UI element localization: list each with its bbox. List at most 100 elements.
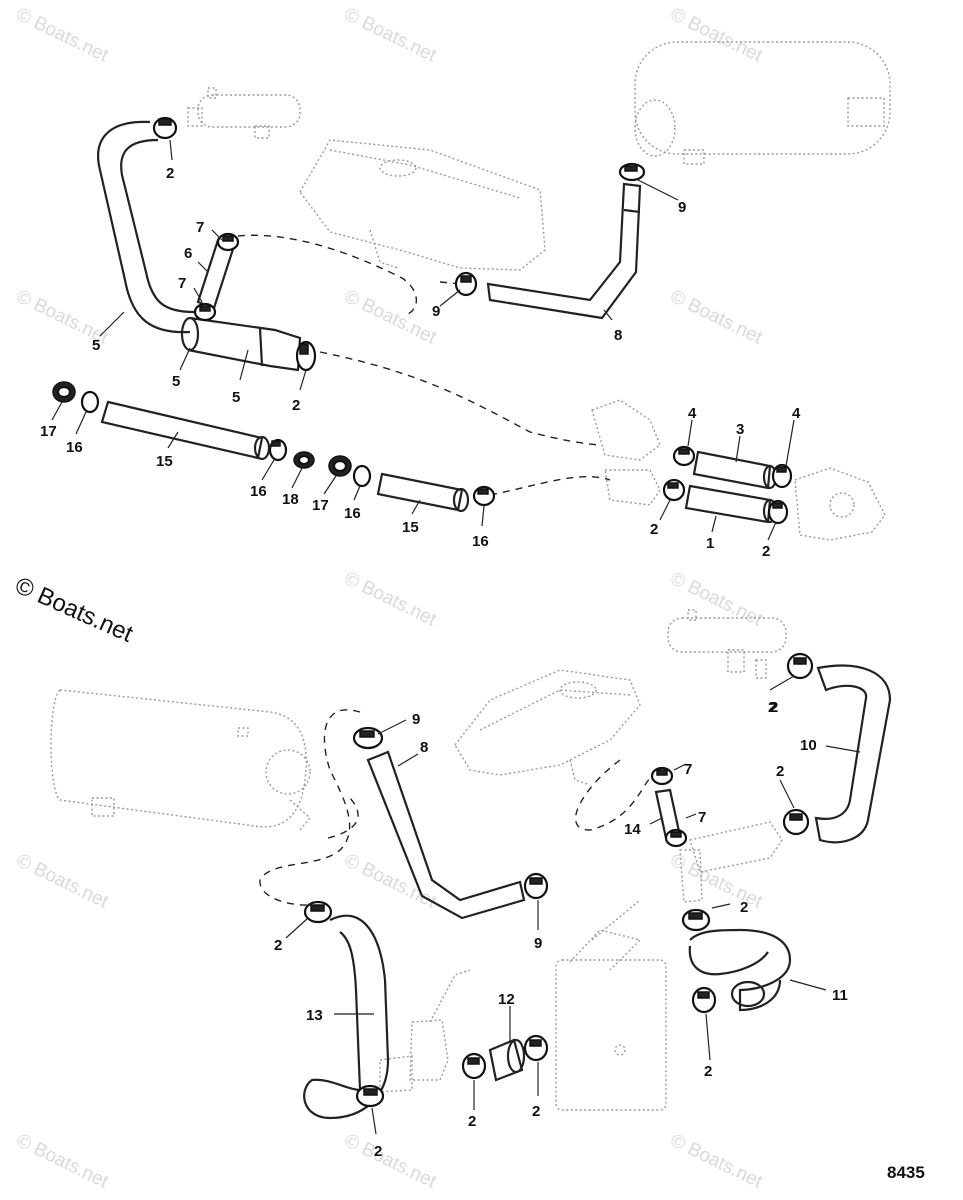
lower-assembly: 9 8 2 9 2 13 12 2 2 2 2 10 2 7 14 7 2 11… — [50, 609, 892, 1160]
hose-5-bend — [97, 120, 195, 334]
callout-label: 7 — [684, 761, 692, 778]
clamp — [303, 900, 333, 924]
hose-1 — [684, 484, 778, 524]
callout-label: 2 — [776, 763, 784, 780]
figure-number: 8435 — [887, 1163, 925, 1182]
callout-label: 2 — [274, 937, 282, 954]
callout-label: 17 — [312, 497, 329, 514]
callout-label: 5 — [232, 389, 240, 406]
upper-heat-exchanger-small — [187, 87, 301, 139]
callout-label: 11 — [832, 987, 848, 1004]
callout-label: 4 — [688, 405, 697, 422]
callout-label: 2 — [740, 899, 748, 916]
fitting-17 — [328, 455, 352, 477]
callout-label: 9 — [412, 711, 420, 728]
clamp — [786, 652, 814, 680]
clamp — [523, 1034, 549, 1062]
callout-label: 7 — [178, 275, 186, 292]
clamp — [454, 271, 478, 297]
lower-dashed-route-b — [327, 797, 359, 839]
hose-15-short — [376, 472, 470, 513]
upper-dashed-route-b — [319, 351, 601, 446]
callout-label: 13 — [306, 1007, 323, 1024]
lower-sea-pump — [379, 969, 471, 1093]
clamp — [523, 872, 549, 900]
clamp — [152, 116, 178, 140]
callout-label: 2 — [650, 521, 658, 538]
lower-heat-exchanger-large — [50, 689, 311, 831]
clamp — [618, 162, 646, 182]
lower-dashed-route-c — [574, 759, 651, 831]
hose-8 — [486, 182, 642, 320]
clamp — [691, 986, 717, 1014]
callout-label: 18 — [282, 491, 299, 508]
clamp — [672, 445, 696, 467]
lower-fuel-cooler — [555, 899, 667, 1111]
hose-3 — [692, 450, 778, 490]
callout-label: 16 — [250, 483, 267, 500]
callout-label: 2 — [374, 1143, 382, 1160]
callout-label: 7 — [196, 219, 204, 236]
clamp — [268, 438, 288, 462]
callout-label: 15 — [402, 519, 419, 536]
callout-label: 14 — [624, 821, 641, 838]
lower-exhaust-manifold — [454, 669, 641, 786]
lower-thermostat-housing — [679, 821, 783, 903]
callout-label: 2 — [704, 1063, 712, 1080]
callout-label: 8 — [614, 327, 622, 344]
upper-dashed-route-c — [489, 476, 611, 496]
callout-label: 10 — [800, 737, 817, 754]
lower-heat-exchanger-small — [667, 609, 787, 679]
clamp — [80, 390, 100, 414]
callout-label: 7 — [698, 809, 706, 826]
upper-leaders — [51, 139, 795, 541]
clamp — [681, 908, 711, 932]
upper-dashed-route-a — [237, 234, 417, 315]
clamp — [782, 808, 810, 836]
fitting-17 — [52, 381, 76, 403]
hose-8-lower — [366, 750, 526, 920]
upper-exhaust-manifold — [299, 139, 546, 271]
clamp — [771, 463, 793, 489]
hose-15-long — [100, 400, 271, 461]
callout-label: 4 — [792, 405, 801, 422]
clamp — [216, 232, 240, 252]
callout-label: 2 — [292, 397, 300, 414]
clamp — [352, 726, 384, 750]
callout-label: 16 — [344, 505, 361, 522]
callout-label: 2 — [770, 699, 778, 716]
callout-label: 16 — [66, 439, 83, 456]
fitting-18 — [293, 451, 315, 469]
callout-label: 9 — [534, 935, 542, 952]
callout-label: 5 — [172, 373, 180, 390]
callout-label: 9 — [432, 303, 440, 320]
callout-label: 1 — [706, 535, 714, 552]
callout-label: 8 — [420, 739, 428, 756]
clamp — [664, 828, 688, 848]
clamp — [193, 302, 217, 322]
callout-label: 2 — [768, 699, 776, 716]
callout-label: 12 — [498, 991, 515, 1008]
hose-5-tee — [180, 316, 302, 372]
clamp — [461, 1052, 487, 1080]
callout-label: 2 — [166, 165, 174, 182]
callout-label: 16 — [472, 533, 489, 550]
upper-heat-exchanger-large — [634, 41, 891, 165]
callout-label: 15 — [156, 453, 173, 470]
upper-thermostat-housing — [591, 399, 661, 506]
callout-label: 9 — [678, 199, 686, 216]
callout-label: 17 — [40, 423, 57, 440]
callout-label: 6 — [184, 245, 192, 262]
hose-12 — [488, 1038, 526, 1082]
clamp — [352, 464, 372, 488]
lower-leaders — [285, 675, 861, 1135]
callout-label: 3 — [736, 421, 744, 438]
callout-label: 5 — [92, 337, 100, 354]
upper-assembly: 2 7 6 7 5 5 5 2 9 8 9 17 16 15 16 18 17 … — [40, 41, 891, 560]
clamp — [767, 499, 789, 525]
callout-label: 2 — [532, 1103, 540, 1120]
clamp — [472, 485, 496, 507]
hose-11 — [688, 928, 792, 1012]
callout-label: 2 — [762, 543, 770, 560]
